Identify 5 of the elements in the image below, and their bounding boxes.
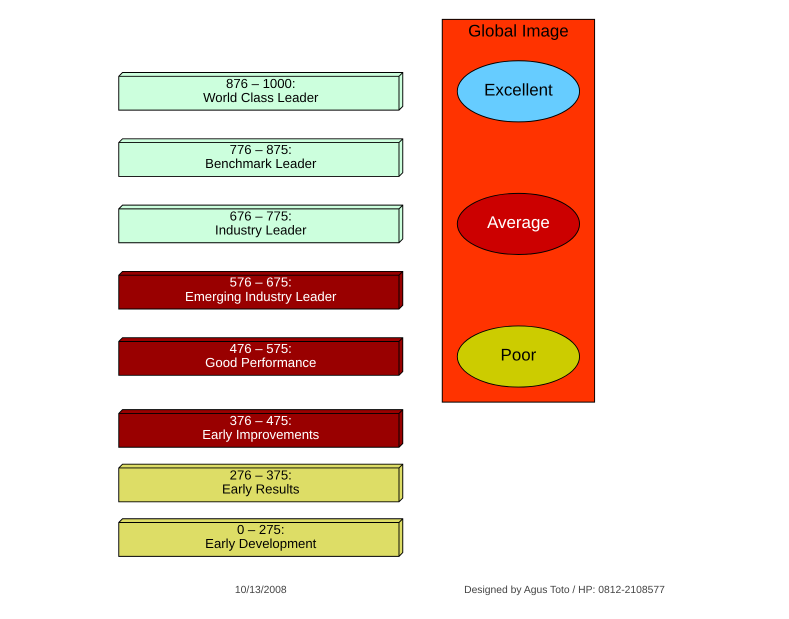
node-ellipse: Poor <box>456 325 580 388</box>
label: 10/13/2008 <box>234 584 286 596</box>
node-ellipse: Average <box>456 192 580 255</box>
node-ellipse: Excellent <box>456 60 580 122</box>
label: Designed by Agus Toto / HP: 0812-2108577 <box>464 584 664 596</box>
